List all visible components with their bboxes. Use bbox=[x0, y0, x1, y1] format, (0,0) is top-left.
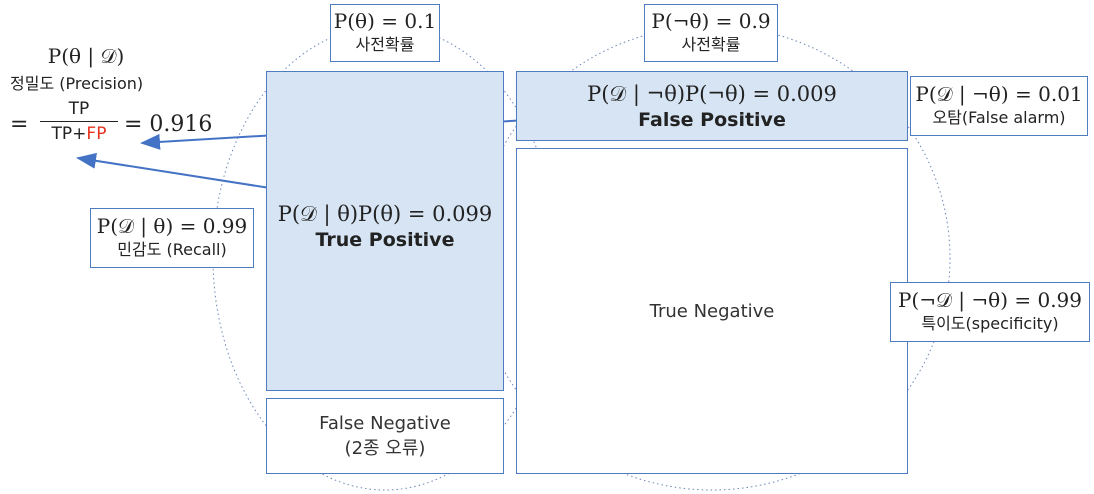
false-alarm-formula: P(𝒟 | ¬θ) = 0.01 bbox=[915, 82, 1083, 106]
false-alarm-label: P(𝒟 | ¬θ) = 0.01 오탐(False alarm) bbox=[910, 76, 1088, 136]
precision-fraction: TP TP+FP bbox=[40, 98, 118, 145]
precision-denominator: TP+FP bbox=[40, 123, 118, 145]
true-negative-region: True Negative bbox=[516, 148, 908, 474]
recall-formula: P(𝒟 | θ) = 0.99 bbox=[96, 214, 248, 238]
prior-not-theta-label: P(¬θ) = 0.9 사전확률 bbox=[644, 4, 778, 62]
false-positive-region: P(𝒟 | ¬θ)P(¬θ) = 0.009 False Positive bbox=[516, 71, 908, 141]
recall-caption: 민감도 (Recall) bbox=[117, 240, 227, 259]
recall-label: P(𝒟 | θ) = 0.99 민감도 (Recall) bbox=[90, 208, 254, 268]
denominator-tp: TP+ bbox=[51, 124, 87, 144]
precision-equation: = TP TP+FP = 0.916 bbox=[6, 98, 212, 154]
prior-theta-caption: 사전확률 bbox=[355, 35, 415, 54]
prior-not-theta-formula: P(¬θ) = 0.9 bbox=[651, 9, 771, 33]
denominator-fp: FP bbox=[86, 124, 107, 144]
true-negative-label: True Negative bbox=[649, 300, 775, 322]
prior-not-theta-caption: 사전확률 bbox=[681, 35, 741, 54]
prior-theta-formula: P(θ) = 0.1 bbox=[333, 9, 437, 33]
true-positive-label: True Positive bbox=[315, 228, 455, 251]
specificity-caption: 특이도(specificity) bbox=[921, 314, 1059, 333]
false-negative-label: False Negative bbox=[319, 412, 451, 434]
true-positive-formula: P(𝒟 | θ)P(θ) = 0.099 bbox=[277, 201, 493, 226]
precision-block: P(θ | 𝒟) 정밀도 (Precision) = TP TP+FP = 0.… bbox=[6, 44, 212, 154]
false-negative-sublabel: (2종 오류) bbox=[344, 437, 426, 459]
precision-formula: P(θ | 𝒟) bbox=[47, 44, 125, 68]
precision-equals: = bbox=[10, 112, 29, 137]
precision-caption: 정밀도 (Precision) bbox=[10, 74, 144, 93]
false-negative-region: False Negative (2종 오류) bbox=[266, 398, 504, 474]
prior-theta-label: P(θ) = 0.1 사전확률 bbox=[330, 4, 440, 62]
true-positive-region: P(𝒟 | θ)P(θ) = 0.099 True Positive bbox=[266, 71, 504, 391]
false-positive-formula: P(𝒟 | ¬θ)P(¬θ) = 0.009 bbox=[587, 81, 837, 106]
specificity-formula: P(¬𝒟 | ¬θ) = 0.99 bbox=[897, 288, 1083, 312]
false-alarm-caption: 오탐(False alarm) bbox=[932, 108, 1066, 127]
precision-result: = 0.916 bbox=[124, 112, 213, 137]
specificity-label: P(¬𝒟 | ¬θ) = 0.99 특이도(specificity) bbox=[890, 282, 1090, 342]
false-positive-label: False Positive bbox=[638, 108, 786, 131]
fraction-bar bbox=[40, 121, 118, 122]
precision-numerator: TP bbox=[68, 99, 90, 119]
